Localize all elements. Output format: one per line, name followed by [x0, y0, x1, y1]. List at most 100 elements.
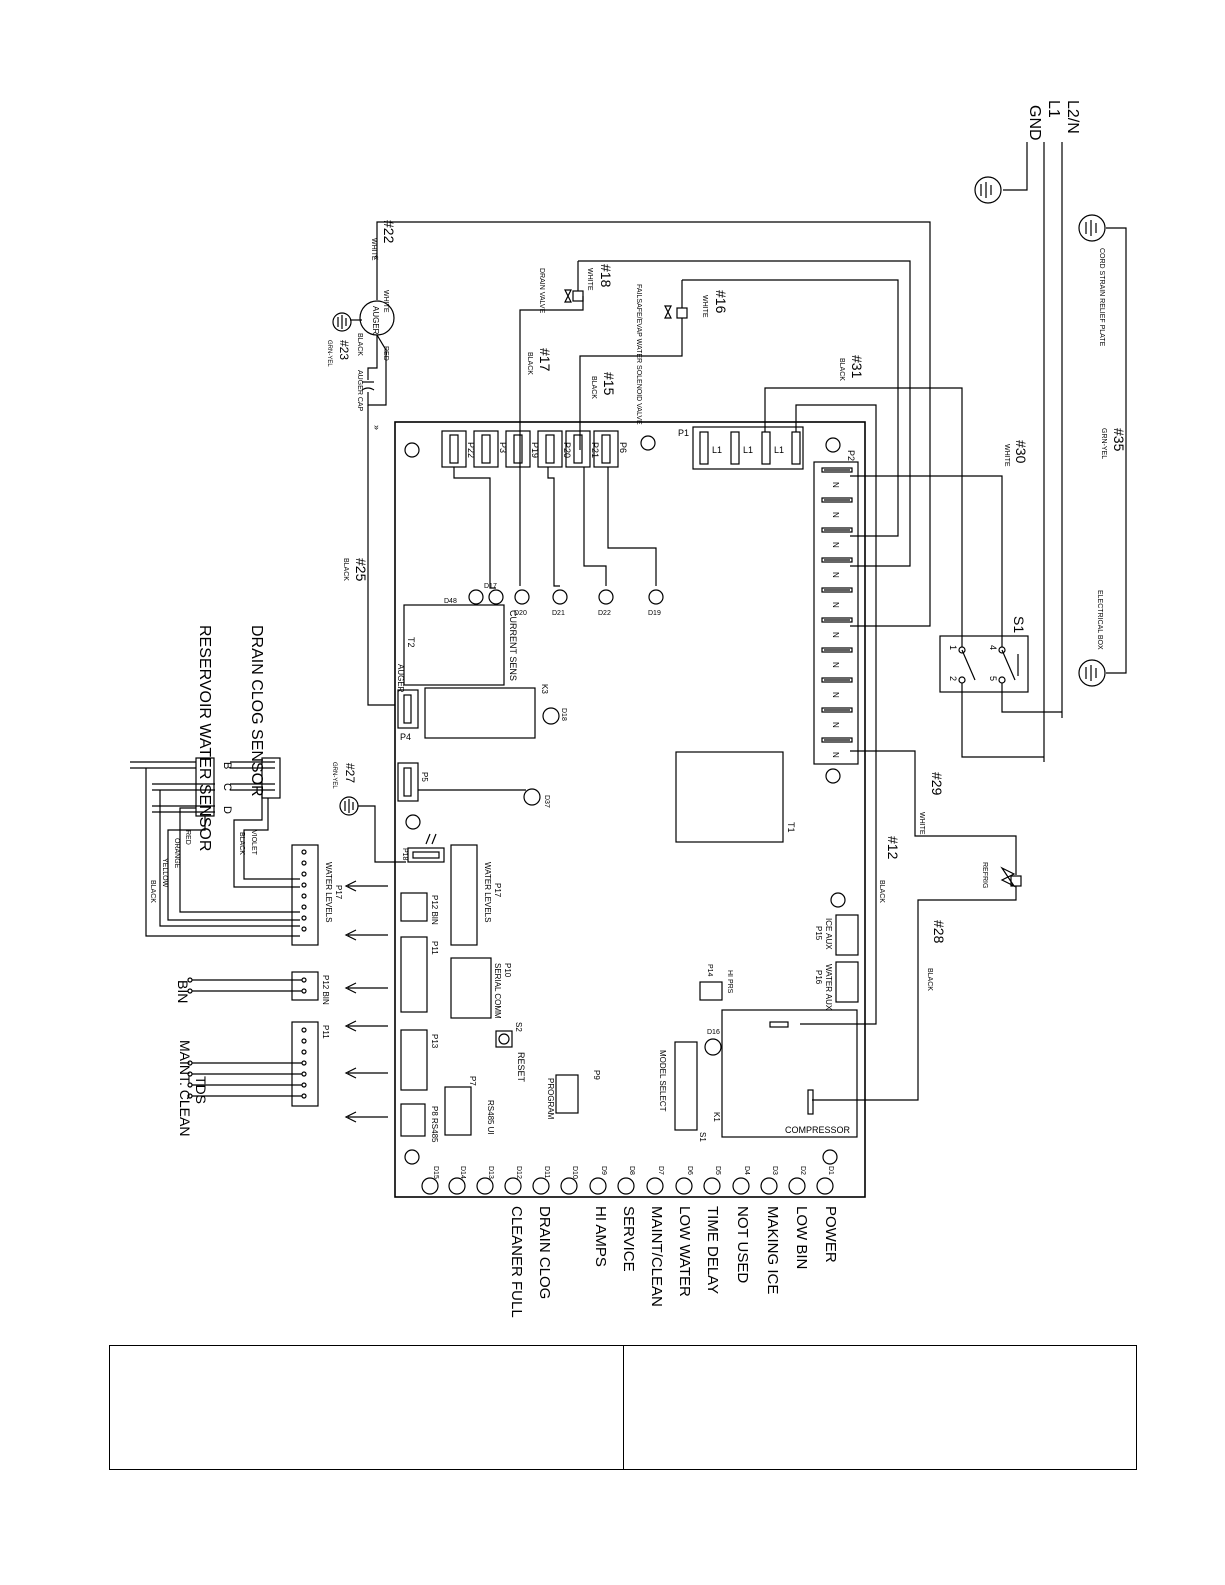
wire-16-color: WHITE	[701, 295, 708, 318]
led-d20: D20	[514, 610, 527, 617]
drain-valve-label: DRAIN VALVE	[538, 268, 545, 314]
board-p11-label: P11	[430, 941, 439, 955]
conn-p6: P6	[618, 442, 628, 453]
board-water-levels-label: WATER LEVELS	[483, 862, 492, 922]
rs485-ui-label: RS485 UI	[486, 1100, 495, 1135]
wire-28-num: #28	[931, 920, 947, 944]
s2-label: S2	[514, 1022, 523, 1032]
status-label: LOW WATER	[676, 1206, 693, 1297]
status-label: MAINT/CLEAN	[648, 1206, 665, 1307]
p14-label: P14	[706, 964, 713, 977]
status-label: POWER	[822, 1206, 839, 1263]
p1-connector: P1 L1 L1 L1	[678, 404, 877, 1025]
status-led	[816, 1177, 834, 1195]
status-led-label: D13	[487, 1166, 494, 1179]
supply-l1-label: L1	[1045, 100, 1062, 118]
wire-35-color: GRN-YEL	[1100, 428, 1107, 459]
status-led-label: D3	[771, 1166, 778, 1175]
wire-22-color: WHITE	[370, 238, 377, 261]
ice-aux-label: ICE AUX	[824, 918, 833, 950]
p7-label: P7	[468, 1076, 477, 1086]
wire-23-num: #23	[337, 340, 351, 360]
status-led-label: D11	[543, 1166, 550, 1178]
d16-label: D16	[707, 1029, 720, 1036]
wire-17-num: #17	[537, 348, 553, 372]
drain-clog-sensor-label: DRAIN CLOG SENSOR	[248, 625, 265, 797]
status-led	[788, 1177, 806, 1195]
status-label: CLEANER FULL	[508, 1206, 525, 1318]
status-led	[532, 1177, 550, 1195]
status-led	[589, 1177, 607, 1195]
status-led	[732, 1177, 750, 1195]
wire-35-num: #35	[1111, 428, 1127, 452]
status-led-label: D9	[600, 1166, 607, 1175]
probe-d: D	[221, 806, 233, 814]
status-led-label: D1	[827, 1166, 834, 1175]
top-wiring: #22 WHITE « AUGER WHITE RED BLACK #23 GR…	[326, 220, 931, 706]
status-led-label: D10	[571, 1166, 578, 1179]
p2-pin-n: N	[831, 632, 840, 638]
status-led-label: D5	[714, 1166, 721, 1175]
wire-12-color: BLACK	[878, 880, 885, 903]
board-p12-label: P12 BIN	[430, 895, 439, 925]
s1-label: S1	[1011, 616, 1027, 633]
wire-28-color: BLACK	[926, 968, 933, 991]
status-led	[448, 1177, 466, 1195]
wire-27-color: GRN-YEL	[331, 762, 337, 789]
model-select-s1: S1	[698, 1132, 707, 1142]
wire-29-color: WHITE	[918, 812, 925, 835]
status-label: HI AMPS	[592, 1206, 609, 1267]
sensor-section: DRAIN CLOG SENSOR RESERVOIR WATER SENSOR…	[130, 625, 388, 1136]
status-led	[703, 1177, 721, 1195]
ext-water-levels-label: WATER LEVELS	[324, 862, 333, 922]
supply-gnd-label: GND	[1026, 105, 1043, 141]
failsafe-label: FAILSAFE/EVAP WATER SOLENOID VALVE	[635, 284, 642, 425]
top-led-row: D48 D17 D20 D21 D22 D19	[444, 583, 664, 617]
conn-p3: P3	[498, 442, 508, 453]
status-led	[617, 1177, 635, 1195]
k3-label: K3	[540, 684, 549, 694]
wire-23-color: GRN-YEL	[326, 340, 332, 367]
status-led-label: D14	[459, 1166, 466, 1179]
wire-violet: VIOLET	[250, 830, 257, 856]
p2-pin-n: N	[831, 662, 840, 668]
led-d17: D17	[484, 583, 497, 590]
wire-orange: ORANGE	[173, 838, 180, 869]
p10-label: P10	[503, 963, 512, 978]
p5-label: P5	[420, 772, 429, 782]
ext-p11-label: P11	[321, 1025, 330, 1039]
status-label: MAKING ICE	[764, 1206, 781, 1294]
status-led	[675, 1177, 693, 1195]
s1-switch: S1 4 5 1 2 #30 WHITE #31 BLACK	[764, 355, 1062, 758]
wire-22-num: #22	[381, 220, 397, 244]
power-supply: L2/N L1 GND	[974, 100, 1081, 762]
wire-25-num: #25	[353, 558, 369, 582]
wire-18-color: WHITE	[586, 268, 593, 291]
wire-15-color: BLACK	[590, 376, 597, 399]
reset-button[interactable]: RESET	[516, 1052, 526, 1083]
status-led-label: D4	[743, 1166, 750, 1175]
water-aux-label: WATER AUX	[824, 964, 833, 1011]
serial-comm-label: SERIAL COMM	[493, 963, 502, 1019]
k1-label: K1	[712, 1112, 721, 1122]
wire-12-num: #12	[885, 836, 901, 860]
status-label: SERVICE	[620, 1206, 637, 1272]
status-led	[560, 1177, 578, 1195]
auger-white-label: WHITE	[382, 290, 389, 313]
bin-label: BIN	[175, 980, 191, 1003]
conn-p22: P22	[466, 442, 476, 458]
svg-text:»: »	[372, 425, 382, 430]
refrig-label: REFRIG	[981, 862, 988, 888]
p2-pin-n: N	[831, 602, 840, 608]
ext-p17-label: P17	[334, 885, 343, 900]
status-led-label: D7	[657, 1166, 664, 1175]
wire-15-num: #15	[601, 372, 617, 396]
status-led-label: D6	[686, 1166, 693, 1175]
wire-31-color: BLACK	[838, 358, 845, 381]
p16-label: P16	[814, 970, 823, 985]
p1-label: P1	[678, 428, 689, 438]
probe-c: C	[221, 783, 233, 791]
